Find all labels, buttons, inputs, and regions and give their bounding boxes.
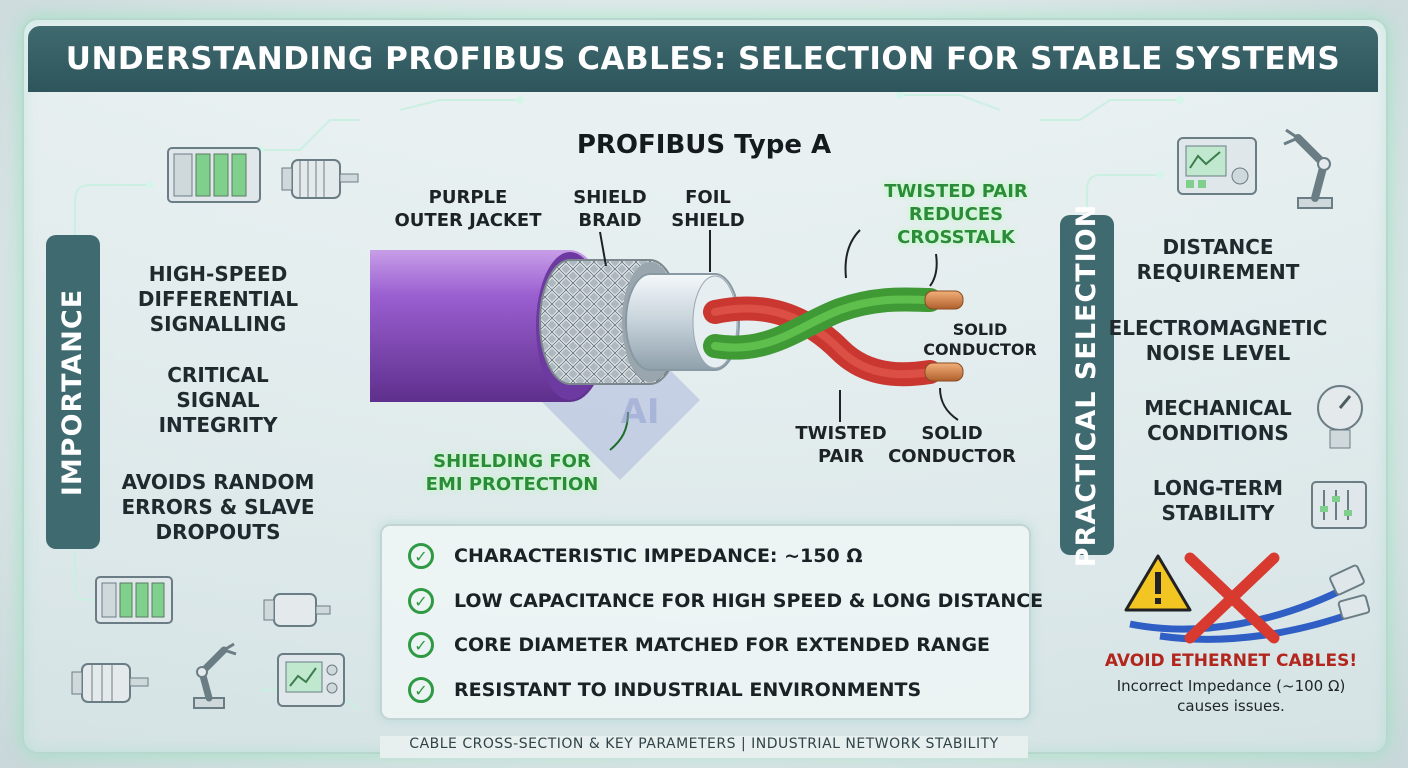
solid-conductor-top: [924, 290, 964, 310]
importance-item: CRITICAL SIGNAL INTEGRITY: [158, 363, 278, 437]
key-parameters-box: ✓ CHARACTERISTIC IMPEDANCE: ~150 Ω ✓ LOW…: [380, 524, 1043, 720]
cross-icon: [1184, 552, 1280, 644]
selection-item: DISTANCE REQUIREMENT: [1136, 235, 1300, 284]
solid-conductor-label-top: SOLID CONDUCTOR: [923, 320, 1037, 359]
shielding-emi-label: SHIELDING FOR EMI PROTECTION: [425, 451, 599, 495]
parameter-row: ✓ LOW CAPACITANCE FOR HIGH SPEED & LONG …: [408, 585, 1043, 617]
watermark-text: AI: [620, 392, 660, 432]
motor-icon: [71, 663, 149, 703]
plc-rack-icon: [95, 576, 173, 624]
control-panel-icon: [1311, 481, 1367, 529]
practical-selection-tab: PRACTICAL SELECTION: [1060, 203, 1114, 567]
warning-icon: [1124, 554, 1192, 612]
check-icon: ✓: [408, 677, 434, 703]
outer-jacket-label: PURPLE OUTER JACKET: [394, 187, 542, 231]
parameter-row: ✓ CORE DIAMETER MATCHED FOR EXTENDED RAN…: [408, 629, 990, 661]
selection-item: LONG-TERM STABILITY: [1152, 476, 1284, 525]
selection-item: MECHANICAL CONDITIONS: [1144, 396, 1292, 445]
importance-item: AVOIDS RANDOM ERRORS & SLAVE DROPOUTS: [121, 470, 315, 544]
foil-shield-label: FOIL SHIELD: [671, 187, 745, 231]
parameter-text: CORE DIAMETER MATCHED FOR EXTENDED RANGE: [454, 634, 991, 656]
solid-conductor-bottom: [924, 362, 964, 382]
motor-icon: [281, 159, 359, 199]
warning-title: AVOID ETHERNET CABLES!: [1104, 651, 1358, 671]
robot-arm-icon: [1283, 128, 1333, 209]
practical-selection-tab-label: PRACTICAL SELECTION: [1071, 203, 1103, 567]
page-title: UNDERSTANDING PROFIBUS CABLES: SELECTION…: [65, 41, 1341, 77]
check-icon: ✓: [408, 543, 434, 569]
importance-tab: IMPORTANCE: [46, 235, 100, 549]
shield-braid-label: SHIELD BRAID: [573, 187, 647, 231]
selection-item: ELECTROMAGNETIC NOISE LEVEL: [1108, 316, 1328, 365]
plc-rack-icon: [167, 147, 261, 203]
solid-conductor-label-bottom: SOLID CONDUCTOR: [888, 423, 1016, 467]
importance-tab-label: IMPORTANCE: [57, 288, 89, 496]
importance-item: HIGH-SPEED DIFFERENTIAL SIGNALLING: [137, 262, 299, 336]
parameter-text: LOW CAPACITANCE FOR HIGH SPEED & LONG DI…: [454, 590, 1044, 612]
hmi-panel-icon: [1177, 137, 1257, 195]
cable-type-title: PROFIBUS Type A: [576, 130, 832, 160]
twisted-pair-reduces-crosstalk-label: TWISTED PAIR REDUCES CROSSTALK: [884, 181, 1028, 248]
ethernet-warning-graphic: [1124, 552, 1370, 644]
parameter-row: ✓ RESISTANT TO INDUSTRIAL ENVIRONMENTS: [408, 674, 921, 706]
parameter-text: CHARACTERISTIC IMPEDANCE: ~150 Ω: [454, 545, 863, 567]
parameter-row: ✓ CHARACTERISTIC IMPEDANCE: ~150 Ω: [408, 540, 862, 572]
check-icon: ✓: [408, 632, 434, 658]
title-bar: UNDERSTANDING PROFIBUS CABLES: SELECTION…: [28, 26, 1378, 92]
warning-text: Incorrect Impedance (~100 Ω) causes issu…: [1116, 677, 1346, 715]
check-icon: ✓: [408, 588, 434, 614]
hmi-panel-icon: [277, 653, 345, 707]
parameter-text: RESISTANT TO INDUSTRIAL ENVIRONMENTS: [454, 679, 922, 701]
footer-caption: CABLE CROSS-SECTION & KEY PARAMETERS | I…: [380, 736, 1028, 758]
cable-cross-section-diagram: [370, 229, 964, 480]
robot-arm-icon: [193, 642, 237, 709]
gauge-icon: [1317, 385, 1363, 449]
twisted-pair-label: TWISTED PAIR: [795, 423, 887, 467]
motor-icon: [263, 593, 331, 627]
